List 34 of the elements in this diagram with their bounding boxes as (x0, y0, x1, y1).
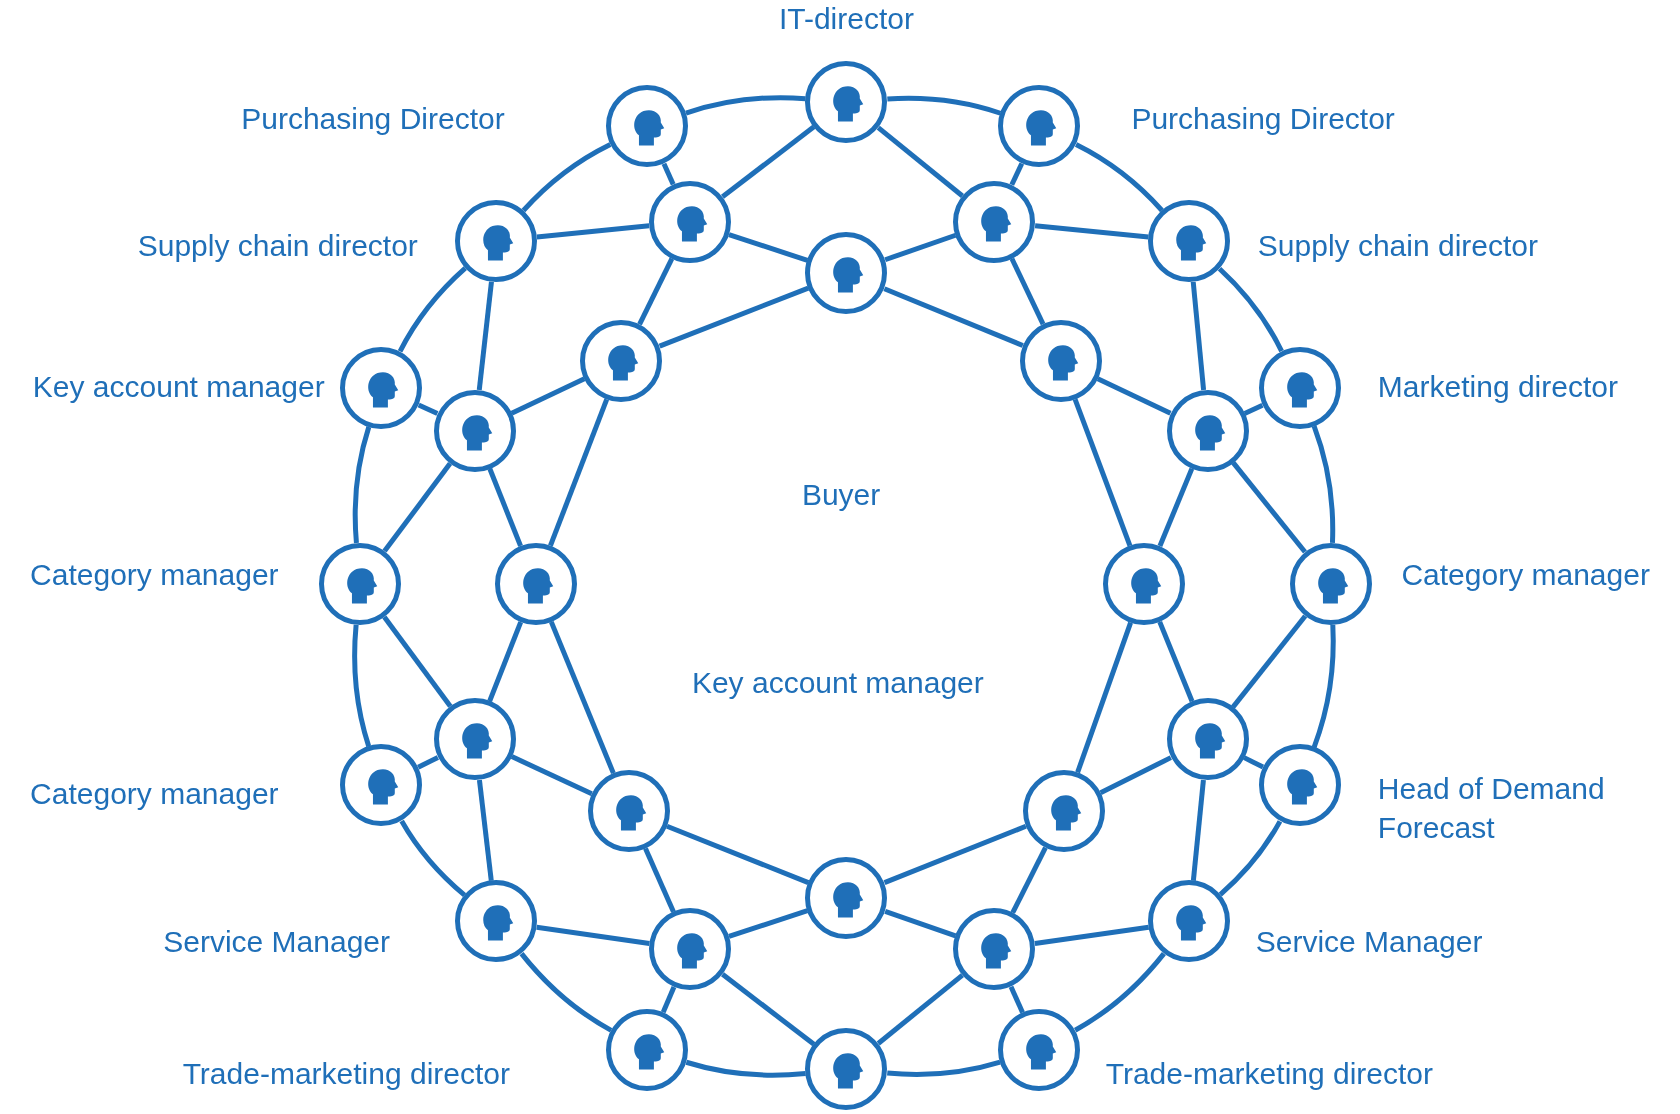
role-label: IT-director (777, 1, 915, 38)
connector-line (876, 125, 965, 198)
role-label: Service Manager (163, 923, 390, 960)
connector-line (536, 223, 650, 240)
connector-line (1190, 779, 1206, 881)
role-label: Trade-marketing director (182, 1055, 510, 1092)
role-label: Purchasing Director (1131, 100, 1395, 137)
role-label: Service Manager (1255, 923, 1483, 960)
role-label: Category manager (30, 775, 279, 812)
connector-line (1231, 461, 1307, 554)
role-label: Purchasing Director (241, 100, 505, 137)
role-label: Category manager (1401, 557, 1650, 594)
connector-line (382, 615, 453, 708)
connector-line (1190, 281, 1207, 391)
role-label: Supply chain director (137, 228, 418, 265)
connector-line (721, 972, 816, 1047)
role-label: Marketing director (1377, 368, 1618, 405)
connector-line (476, 281, 494, 391)
connector-line (1034, 223, 1149, 240)
connector-line (476, 779, 494, 881)
role-label: Category manager (30, 557, 279, 594)
role-label: Buyer (800, 477, 882, 513)
connector-line (1034, 924, 1150, 946)
role-label: Key account manager (32, 368, 325, 405)
role-label: Head of Demand Forecast (1377, 770, 1606, 846)
connector-line (1231, 614, 1308, 709)
role-label: Key account manager (690, 664, 985, 701)
connector-line (876, 973, 965, 1046)
connector-line (399, 819, 467, 898)
connector-line (721, 124, 816, 199)
connector-line (382, 462, 453, 553)
role-label: Trade-marketing director (1105, 1055, 1434, 1092)
role-label: Supply chain director (1257, 228, 1538, 265)
connector-line (536, 924, 650, 946)
